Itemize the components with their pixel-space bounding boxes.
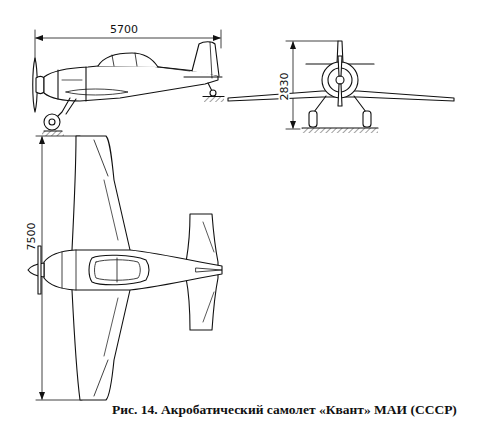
figure-caption: Рис. 14. Акробатический самолет «Квант» … bbox=[112, 403, 457, 417]
front-view bbox=[228, 41, 454, 133]
dimension-label: 2830 bbox=[279, 71, 290, 101]
side-view bbox=[33, 30, 224, 136]
dimension-label: 5700 bbox=[109, 24, 139, 35]
dimension-label: 7500 bbox=[26, 221, 37, 251]
top-view bbox=[28, 136, 222, 400]
